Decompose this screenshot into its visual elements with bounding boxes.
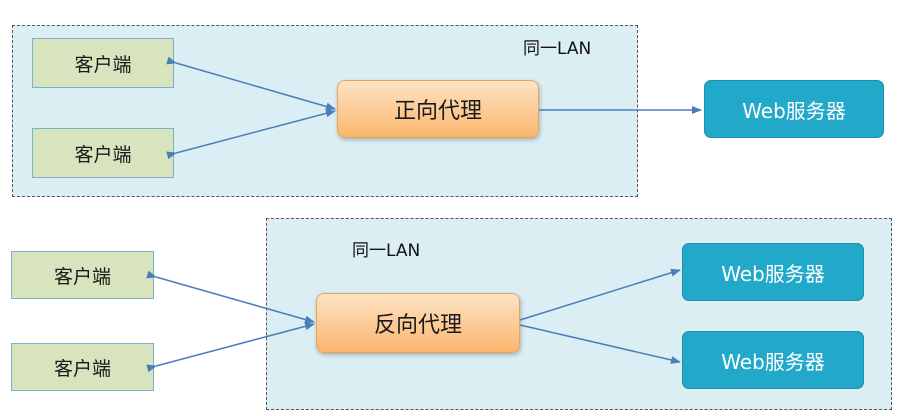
reverse-web-server-1: Web服务器 (682, 243, 864, 301)
forward-lan-label: 同一LAN (523, 39, 592, 59)
forward-web-server: Web服务器 (704, 80, 884, 138)
forward-client-2: 客户端 (32, 128, 174, 178)
reverse-lan-label: 同一LAN (352, 241, 421, 261)
reverse-client-1: 客户端 (11, 251, 154, 299)
reverse-client-2: 客户端 (11, 343, 154, 391)
forward-client-1: 客户端 (32, 38, 174, 88)
reverse-proxy-box: 反向代理 (316, 293, 520, 353)
reverse-web-server-2: Web服务器 (682, 331, 864, 389)
forward-proxy-box: 正向代理 (337, 80, 539, 138)
